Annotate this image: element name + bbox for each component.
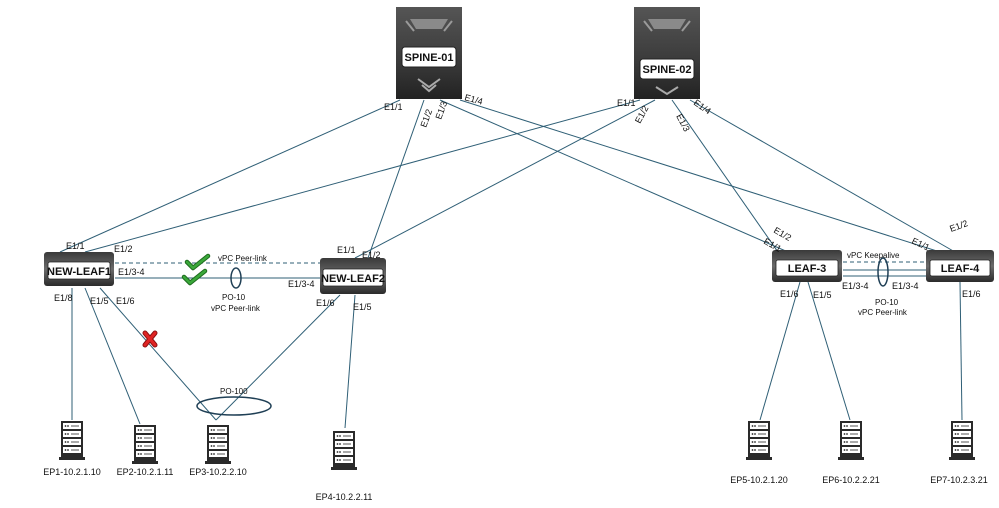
- port-label: E1/3-4: [118, 267, 145, 277]
- downlinks: [71, 281, 963, 429]
- link-newleaf2-ep4: [344, 294, 356, 429]
- link-spine2-leaf4: [689, 99, 956, 253]
- port-label: E1/5: [353, 302, 372, 312]
- port-label: E1/8: [54, 293, 73, 303]
- endpoint-label: EP2-10.2.1.11: [117, 467, 174, 477]
- check-icon: [184, 253, 211, 271]
- endpoint-ep2: EP2-10.2.1.11: [117, 424, 174, 477]
- port-label: E1/6: [962, 289, 981, 299]
- port-label: E1/5: [813, 290, 832, 300]
- po10-left-label: PO-10: [222, 293, 246, 302]
- po10-right-ellipse: [877, 257, 889, 287]
- endpoint-ep3: EP3-10.2.2.10: [189, 424, 247, 477]
- x-icon: [142, 330, 158, 348]
- port-label: E1/1: [66, 241, 85, 251]
- endpoint-label: EP1-10.2.1.10: [43, 467, 101, 477]
- port-label: E1/6: [780, 289, 799, 299]
- server-icon: [131, 424, 159, 465]
- port-label: E1/4: [692, 97, 713, 116]
- port-label: E1/1: [910, 236, 931, 253]
- po100-ellipse: [196, 396, 272, 416]
- port-label: E1/1: [337, 245, 356, 255]
- endpoint-ep7: EP7-10.2.3.21: [930, 420, 988, 485]
- server-icon: [330, 430, 358, 471]
- po10-right-label: PO-10: [875, 298, 899, 307]
- port-label: E1/3-4: [288, 279, 315, 289]
- port-label: E1/4: [463, 92, 483, 106]
- spine-02: SPINE-02: [634, 7, 700, 99]
- peer-links: [115, 257, 927, 289]
- check-icon: [181, 268, 208, 286]
- leaf4-label: LEAF-4: [941, 263, 980, 275]
- link-spine2-newleaf2: [354, 99, 656, 259]
- port-label: E1/3: [433, 100, 449, 121]
- vpc-peer-link-right-label: vPC Peer-link: [858, 308, 908, 317]
- server-icon: [58, 420, 86, 461]
- port-label: E1/2: [418, 108, 434, 129]
- port-label: E1/6: [316, 298, 335, 308]
- port-label: E1/2: [362, 250, 381, 260]
- port-label: E1/3-4: [892, 281, 919, 291]
- port-label: E1/1: [384, 102, 403, 112]
- link-spine2-newleaf1: [84, 99, 641, 253]
- leaf4: LEAF-4: [926, 250, 994, 282]
- link-spine1-leaf4: [459, 99, 941, 253]
- newleaf1: NEW-LEAF1: [44, 252, 114, 286]
- server-icon: [745, 420, 773, 461]
- endpoint-label: EP7-10.2.3.21: [930, 475, 988, 485]
- endpoint-ep6: EP6-10.2.2.21: [822, 420, 880, 485]
- newleaf1-label: NEW-LEAF1: [47, 266, 111, 278]
- endpoint-ep4: EP4-10.2.2.11: [316, 430, 373, 502]
- vpc-peer-link-label: vPC Peer-link: [218, 254, 268, 263]
- link-annotations: vPC Peer-link PO-10 vPC Peer-link PO-100…: [211, 251, 908, 396]
- link-leaf3-ep6: [807, 281, 851, 421]
- vpc-peer-link-left-label: vPC Peer-link: [211, 304, 261, 313]
- endpoint-label: EP3-10.2.2.10: [189, 467, 247, 477]
- port-label: E1/2: [633, 104, 651, 125]
- newleaf2-label: NEW-LEAF2: [321, 273, 385, 285]
- spine-01-label: SPINE-01: [405, 52, 454, 64]
- link-leaf4-ep7: [959, 281, 963, 421]
- port-label: E1/6: [116, 296, 135, 306]
- port-label: E1/2: [114, 244, 133, 254]
- vpc-keepalive-label: vPC Keepalive: [847, 251, 900, 260]
- port-label: E1/5: [90, 296, 109, 306]
- spine-02-label: SPINE-02: [643, 64, 692, 76]
- link-spine1-newleaf1: [59, 99, 401, 253]
- endpoint-label: EP6-10.2.2.21: [822, 475, 880, 485]
- port-label: E1/3-4: [842, 281, 869, 291]
- po10-left-ellipse: [230, 267, 242, 289]
- link-newleaf1-ep3: [99, 287, 217, 421]
- uplinks: [59, 99, 956, 259]
- leaf3-label: LEAF-3: [788, 263, 827, 275]
- link-spine1-leaf3: [439, 99, 789, 253]
- port-label: E1/1: [617, 98, 636, 108]
- endpoint-ep5: EP5-10.2.1.20: [730, 420, 788, 485]
- newleaf2: NEW-LEAF2: [320, 258, 386, 294]
- server-icon: [948, 420, 976, 461]
- endpoint-label: EP4-10.2.2.11: [316, 492, 373, 502]
- endpoint-label: EP5-10.2.1.20: [730, 475, 788, 485]
- port-label: E1/3: [674, 112, 692, 133]
- leaf3: LEAF-3: [772, 250, 842, 282]
- endpoint-ep1: EP1-10.2.1.10: [43, 420, 101, 477]
- server-icon: [837, 420, 865, 461]
- link-spine1-newleaf2: [367, 99, 425, 259]
- link-spine2-leaf3: [671, 99, 779, 253]
- port-label: E1/2: [948, 218, 969, 234]
- link-newleaf1-ep2: [84, 287, 141, 425]
- po100-label: PO-100: [220, 387, 248, 396]
- link-newleaf2-ep3: [215, 294, 341, 421]
- spine-01: SPINE-01: [396, 7, 462, 99]
- server-icon: [204, 424, 232, 465]
- link-leaf3-ep5: [759, 281, 801, 421]
